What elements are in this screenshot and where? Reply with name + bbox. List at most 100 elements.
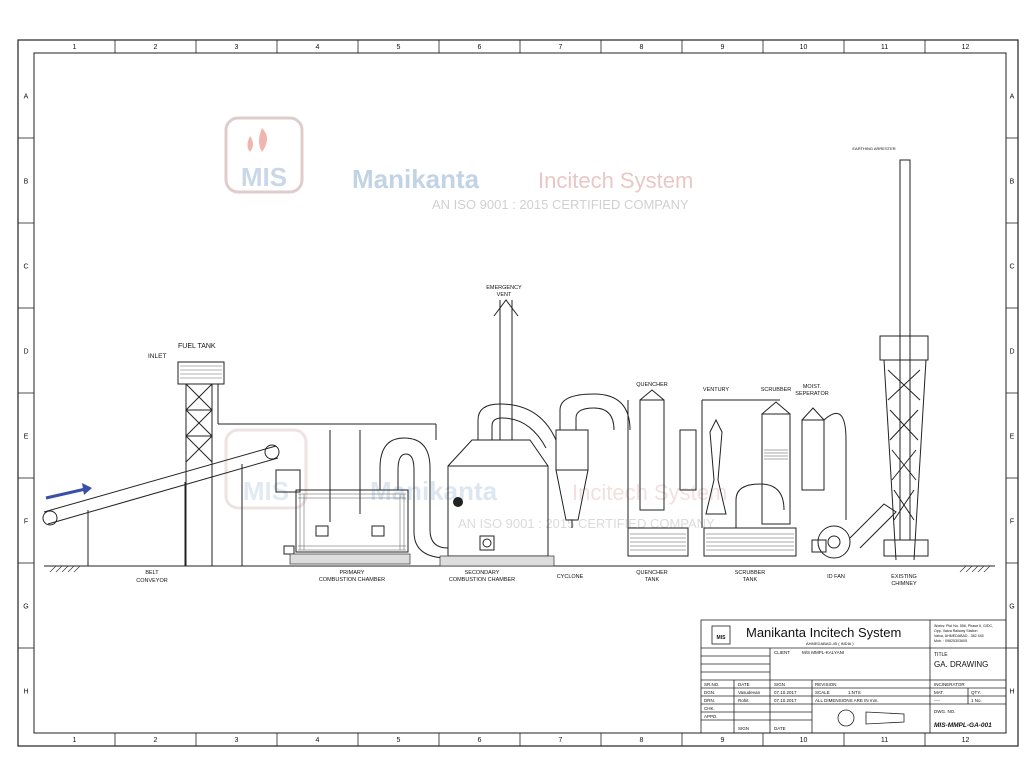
grid-col-label: 4 — [316, 737, 320, 744]
tb-address-4: Mob. : 09825303605 — [934, 639, 967, 643]
grid-row-label: B — [1010, 179, 1015, 186]
label-scrubber-tank: SCRUBBER — [735, 570, 766, 576]
duct-to-cyclone — [477, 393, 631, 449]
tb-drn-date: 07.10.2017 — [774, 698, 797, 703]
grid-col-label: 1 — [73, 737, 77, 744]
grid-row-label: F — [1010, 519, 1014, 526]
cyclone — [555, 429, 589, 528]
grid-col-label: 5 — [397, 737, 401, 744]
grid-col-label: 6 — [478, 737, 482, 744]
tb-address-2: Opp. Vatva Railway Station — [934, 629, 977, 633]
tb-title-value: GA. DRAWING — [934, 660, 988, 669]
watermark-logo-text: MIS — [241, 162, 287, 192]
tb-project: INCINERATOR — [934, 682, 965, 687]
grid-col-label: 10 — [800, 44, 808, 51]
grid-row-label: D — [23, 349, 28, 356]
tb-sign2: SIGN — [738, 726, 749, 731]
label-cyclone: CYCLONE — [557, 574, 584, 580]
tb-drn-name: Rohit — [738, 698, 749, 703]
label-fuel-tank: FUEL TANK — [178, 343, 216, 350]
grid-col-label: 8 — [640, 737, 644, 744]
grid-row-label: H — [23, 689, 28, 696]
tb-city: AHMEDABAD-45 ( INDIA ) — [806, 641, 854, 646]
arrow-head-icon — [82, 483, 92, 495]
tb-title-label: TITLE — [934, 652, 948, 658]
grid-col-label: 3 — [235, 44, 239, 51]
tb-scale-label: SCALE — [815, 690, 830, 695]
watermark-tagline-2: AN ISO 9001 : 2015 CERTIFIED COMPANY — [458, 516, 715, 531]
tb-date2: DATE — [774, 726, 786, 731]
watermark-logo-text-2: MIS — [243, 476, 289, 506]
tb-mat-val: ---- — [934, 698, 940, 703]
quencher-tank-hatch — [630, 533, 686, 551]
tb-drn: DRN. — [704, 698, 715, 703]
grid-row-label: D — [1009, 349, 1014, 356]
grid-row-label: A — [1010, 94, 1015, 101]
grid-col-label: 6 — [478, 44, 482, 51]
label-tank: TANK — [645, 577, 660, 583]
grid-col-label: 11 — [881, 44, 888, 51]
watermark-center: MIS Manikanta Incitech System AN ISO 900… — [224, 428, 727, 531]
duct-primary-secondary — [379, 437, 449, 559]
projection-cone-icon — [865, 711, 905, 725]
tb-appd: APPD. — [704, 714, 718, 719]
quencher — [627, 389, 697, 557]
label-primary: PRIMARY — [340, 570, 365, 576]
tb-dgn: DGN. — [704, 690, 715, 695]
watermark-company-a-2: Manikanta — [370, 476, 498, 506]
refractory-hatch — [298, 493, 406, 551]
feed-arrow-icon — [45, 486, 91, 500]
fuel-tank-hatch — [180, 365, 222, 379]
tb-sr-no: SR.NO. — [704, 682, 720, 687]
tb-dims: ALL DIMENSIONS ARE IN mm. — [815, 698, 879, 703]
id-fan — [811, 503, 897, 559]
grid-col-label: 10 — [800, 737, 808, 744]
grid-col-label: 3 — [235, 737, 239, 744]
label-stack-top: EARTHING ARRESTER — [852, 146, 895, 151]
grid-col-label: 9 — [721, 737, 725, 744]
label-existing: EXISTING — [891, 574, 917, 580]
grid-col-label: 2 — [154, 44, 158, 51]
title-block — [700, 619, 1007, 734]
label-scrubber: SCRUBBER — [761, 387, 792, 393]
label-chimney: CHIMNEY — [891, 581, 917, 587]
tb-dwg-no: MIS-MMPL-GA-001 — [934, 722, 992, 729]
tb-date: DATE — [738, 682, 750, 687]
label-id-fan: ID FAN — [827, 574, 845, 580]
grid-col-label: 9 — [721, 44, 725, 51]
grid-row-label: B — [24, 179, 29, 186]
flame-icon — [247, 128, 267, 152]
tb-scale-value: 1:NTS — [848, 690, 861, 695]
burner-icon — [453, 497, 463, 507]
watermark-company-b-2: Incitech System — [572, 480, 727, 505]
tb-dgn-date: 07.10.2017 — [774, 690, 797, 695]
grid-row-label: C — [1009, 264, 1014, 271]
grid-row-label: H — [1009, 689, 1014, 696]
grid-col-label: 12 — [962, 737, 970, 744]
watermark-company-a: Manikanta — [352, 164, 480, 194]
tb-address-1: Works: Plot No. 556, Phase II, GIDC, — [934, 624, 993, 628]
vent-arrow-icon — [493, 299, 519, 317]
tb-chk: CHK. — [704, 706, 715, 711]
tb-dgn-name: Vasudevan — [738, 690, 761, 695]
ground-hatch-left — [49, 565, 991, 573]
secondary-base — [439, 555, 555, 567]
label-inlet: INLET — [148, 353, 166, 360]
label-quencher: QUENCHER — [636, 382, 668, 388]
grid-col-label: 7 — [559, 737, 563, 744]
scrubber — [703, 401, 797, 557]
grid-col-label: 8 — [640, 44, 644, 51]
grid-col-label: 7 — [559, 44, 563, 51]
watermark-logo-frame-2 — [224, 428, 308, 510]
tb-sign: SIGN — [774, 682, 785, 687]
grid-col-label: 5 — [397, 44, 401, 51]
label-tank-b: TANK — [743, 577, 758, 583]
grid-row-label: E — [24, 434, 29, 441]
venturi — [701, 399, 780, 528]
grid-row-label: C — [23, 264, 28, 271]
grid-col-label: 12 — [962, 44, 970, 51]
tb-dwg-no-label: DWG. NO. — [934, 709, 956, 714]
